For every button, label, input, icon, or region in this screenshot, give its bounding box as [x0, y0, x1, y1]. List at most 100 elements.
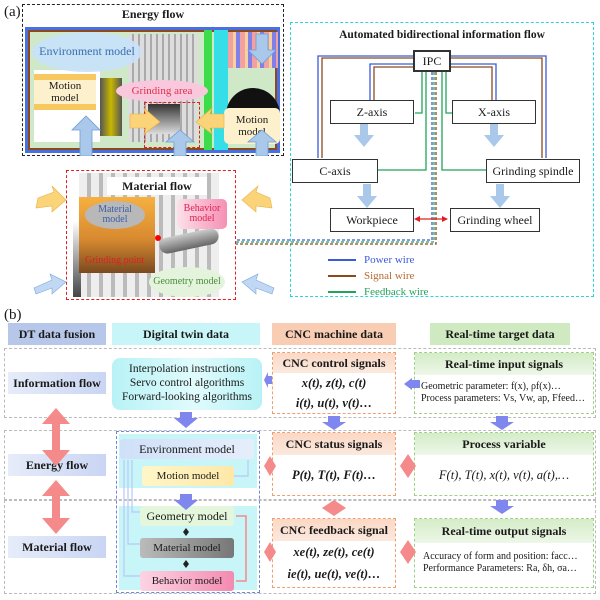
info-flow-title: Automated bidirectional information flow — [339, 29, 545, 41]
geometry-model-bubble: Geometry model — [149, 267, 225, 297]
right-arrow-icon — [33, 273, 67, 295]
material-model-box: Material model — [140, 538, 234, 558]
realtime-output-signals-box: Real-time output signals Accuracy of for… — [414, 518, 594, 588]
up-arrow-icon — [164, 129, 196, 156]
realtime-output-line1: Accuracy of form and position: facc… — [423, 551, 578, 562]
wiring-diagram — [236, 55, 547, 245]
material-flow-title: Material flow — [107, 177, 207, 195]
motion-model-left: Motion model — [34, 74, 96, 110]
column-header-dt-fusion: DT data fusion — [8, 323, 106, 345]
cnc-feedback-title: CNC feedback signal — [273, 519, 395, 541]
cnc-control-line2: i(t), u(t), v(t)… — [295, 395, 373, 410]
material-model-bubble: Material model — [85, 201, 145, 229]
cnc-feedback-line2: ie(t), ue(t), ve(t)… — [287, 566, 381, 581]
cnc-control-title: CNC control signals — [273, 353, 395, 373]
right-arrow-icon — [129, 107, 161, 135]
double-arrow-icon — [42, 408, 70, 466]
down-arrow-icon — [174, 412, 198, 428]
double-arrow-icon — [400, 540, 416, 564]
up-arrow-icon — [71, 115, 101, 156]
energy-flow-panel: Energy flow Environment model Motion mod… — [22, 4, 284, 156]
wire-legend: Power wire Signal wire Feedback wire — [328, 252, 428, 300]
cnc-feedback-line1: xe(t), ze(t), ce(t) — [293, 544, 375, 559]
power-wire-swatch — [328, 259, 356, 261]
row-label-material-flow: Material flow — [8, 536, 106, 558]
double-arrow-icon — [183, 528, 189, 536]
double-arrow-icon — [264, 542, 276, 562]
algorithm-item: Servo control algorithms — [129, 377, 245, 390]
cnc-control-line1: x(t), z(t), c(t) — [301, 375, 367, 390]
row-label-information-flow: Information flow — [8, 372, 106, 394]
row-information-flow — [4, 348, 596, 418]
ipc-node: IPC — [413, 50, 451, 72]
left-arrow-icon — [241, 273, 275, 295]
realtime-input-signals-box: Real-time input signals Geometric parame… — [414, 352, 594, 414]
cnc-status-line1: P(t), T(t), F(t)… — [291, 467, 376, 482]
left-arrow-icon — [264, 372, 272, 388]
double-arrow-icon — [322, 500, 346, 516]
process-variable-box: Process variable F(t), T(t), x(t), v(t),… — [414, 432, 594, 496]
column-header-dt-data: Digital twin data — [112, 323, 260, 345]
energy-arrows — [71, 33, 278, 156]
down-arrow-icon — [174, 494, 198, 510]
signal-wire-swatch — [328, 275, 356, 277]
connector-line — [123, 460, 140, 577]
panel-a-label: (a) — [4, 4, 21, 20]
cnc-status-signals-box: CNC status signals P(t), T(t), F(t)… — [272, 432, 396, 496]
double-arrow-icon — [264, 456, 276, 476]
color-scale — [73, 221, 81, 297]
down-arrow-icon — [484, 123, 504, 147]
panel-b-label: (b) — [4, 307, 22, 323]
behavior-model-box: Behavior model — [140, 571, 234, 591]
connector-line — [127, 460, 140, 545]
dt-algorithms-box: Interpolation instructions Servo control… — [112, 358, 262, 410]
double-arrow-icon — [42, 480, 70, 534]
column-header-cnc: CNC machine data — [272, 323, 396, 345]
grinding-spindle-node: Grinding spindle — [486, 159, 580, 183]
environment-model-bubble: Environment model — [32, 32, 142, 72]
left-arrow-icon — [195, 107, 225, 135]
cnc-status-title: CNC status signals — [273, 433, 395, 455]
down-arrow-icon — [247, 33, 277, 65]
behavior-model-bubble: Behavior model — [177, 199, 227, 229]
realtime-output-line2: Performance Parameters: Ra, δh, σa… — [423, 563, 577, 574]
realtime-output-title: Real-time output signals — [415, 519, 593, 543]
algorithm-item: Interpolation instructions — [129, 363, 245, 376]
up-arrow-icon — [246, 129, 278, 156]
material-flow-panel: Material flow Material model Behavior mo… — [66, 170, 236, 300]
down-arrow-icon — [490, 184, 510, 208]
info-flow-panel: Automated bidirectional information flow — [290, 22, 594, 297]
right-arrowhead-icon — [442, 216, 448, 222]
energy-flow-title: Energy flow — [121, 7, 185, 21]
realtime-input-title: Real-time input signals — [415, 353, 593, 375]
x-axis-node: X-axis — [452, 100, 536, 124]
right-arrow-icon — [35, 185, 67, 213]
grinding-wheel-node: Grinding wheel — [450, 208, 540, 232]
legend-item-feedback: Feedback wire — [328, 284, 428, 300]
down-arrow-icon — [322, 416, 346, 430]
down-arrow-icon — [490, 416, 514, 430]
row-material-flow — [4, 500, 596, 594]
feedback-wire-swatch — [328, 291, 356, 293]
left-arrowhead-icon — [414, 216, 420, 222]
down-arrow-icon — [354, 123, 374, 147]
geometry-model-box: Geometry model — [140, 506, 234, 526]
c-axis-node: C-axis — [292, 159, 378, 183]
legend-item-power: Power wire — [328, 252, 428, 268]
grinding-point-marker — [155, 235, 161, 241]
feedback-loop-line — [236, 515, 247, 582]
connector-line — [234, 460, 249, 477]
workpiece-node: Workpiece — [330, 208, 414, 232]
realtime-input-line2: Process parameters: Vs, Vw, ap, Ffeed… — [421, 393, 585, 404]
cnc-feedback-signal-box: CNC feedback signal xe(t), ze(t), ce(t) … — [272, 518, 396, 588]
left-arrow-icon — [404, 378, 420, 390]
machine-illustration: Environment model Motion model Grinding … — [25, 27, 280, 156]
process-variable-line1: F(t), T(t), x(t), v(t), a(t),… — [438, 467, 570, 482]
down-arrow-icon — [490, 500, 514, 514]
motion-model-box: Motion model — [142, 466, 234, 486]
grinding-area-bubble: Grinding area — [116, 80, 208, 102]
connector-line — [131, 460, 140, 513]
left-arrow-icon — [241, 185, 273, 213]
panel-b-arrows — [42, 372, 514, 582]
environment-model-box: Environment model — [120, 439, 254, 459]
